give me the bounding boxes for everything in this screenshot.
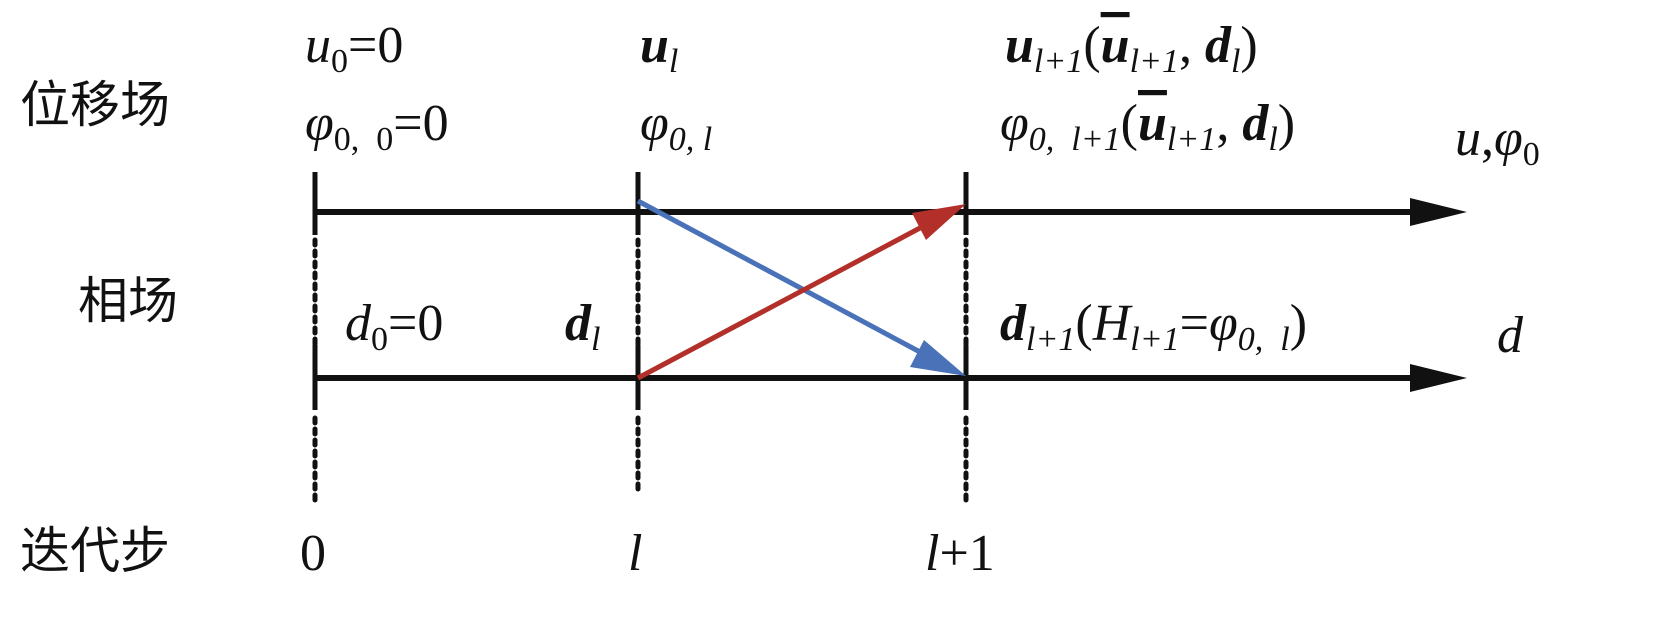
axis-u: u	[1455, 110, 1481, 167]
axis-phi-subscript: 0	[1523, 136, 1540, 173]
phase-axis-arrowhead	[1410, 364, 1467, 392]
red-arrowhead	[912, 204, 966, 240]
step-label-l: l	[628, 525, 642, 582]
label-phi00: φ0, 0=0	[305, 95, 449, 158]
label-dl1: dl+1(Hl+1=φ0, l)	[1000, 295, 1307, 358]
step-plus-one: +1	[939, 525, 994, 582]
label-phi0l: φ0, l	[640, 95, 712, 158]
label-d0: d0=0	[345, 295, 443, 358]
axis-label-u-phi: u,φ0	[1455, 110, 1540, 173]
blue-arrowhead	[910, 340, 966, 376]
step-l-symbol: l	[925, 525, 939, 582]
row-label-displacement: 位移场	[20, 76, 170, 134]
row-label-phase: 相场	[78, 272, 178, 330]
axis-phi: φ	[1494, 110, 1523, 167]
label-u0: u0=0	[305, 17, 403, 80]
step-label-l-plus-1: l+1	[925, 525, 995, 582]
step-label-0: 0	[300, 525, 326, 582]
label-dl: dl	[565, 295, 600, 358]
label-ul1: ul+1(ul+1, dl)	[1005, 17, 1258, 80]
axis-label-d: d	[1497, 307, 1524, 364]
label-phi0l1: φ0, l+1(ul+1, dl)	[1000, 95, 1295, 158]
label-ul: ul	[640, 17, 678, 80]
displacement-axis-arrowhead	[1410, 198, 1467, 226]
row-label-iteration: 迭代步	[20, 522, 170, 580]
red-arrow-d-to-u	[636, 225, 922, 381]
axis-separator: ,	[1481, 110, 1494, 167]
blue-arrow-u-to-d	[636, 198, 922, 355]
